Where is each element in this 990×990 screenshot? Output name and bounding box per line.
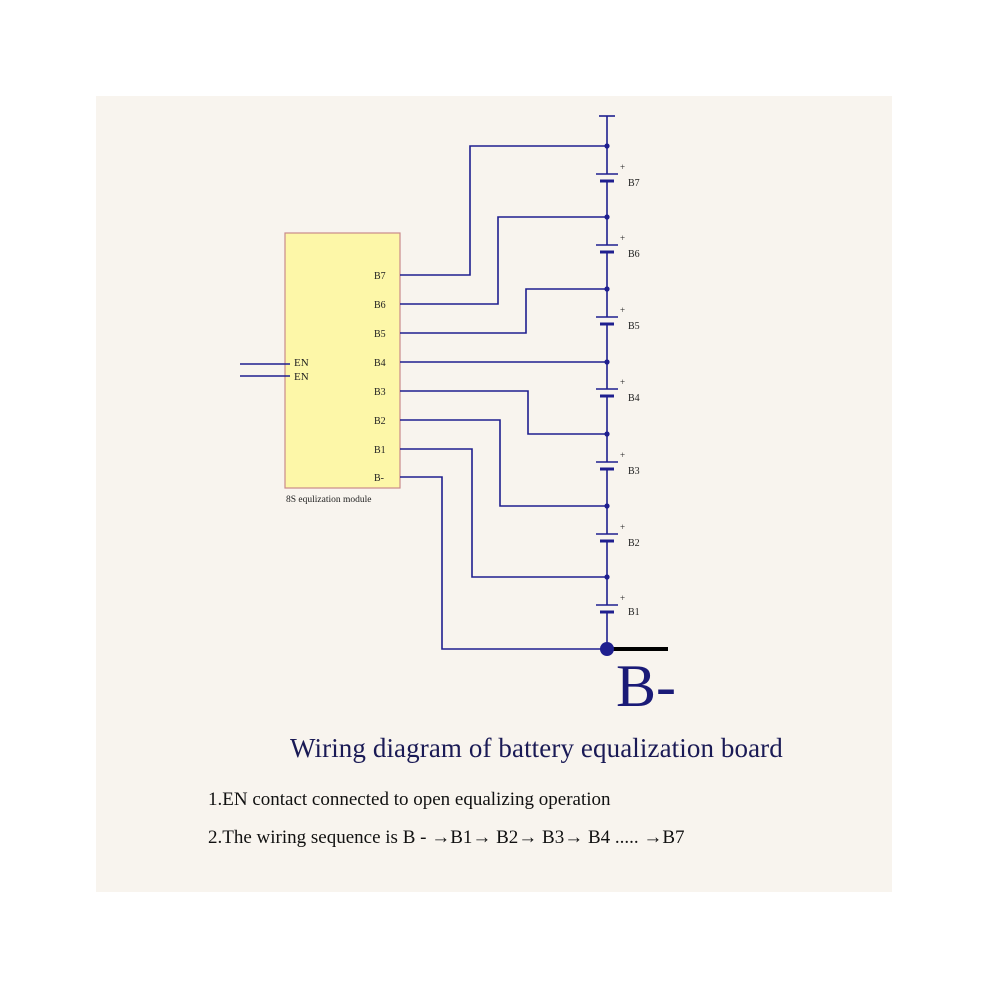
battery-cell-b7: + B7 (596, 162, 640, 189)
battery-label-b4: B4 (628, 393, 640, 404)
battery-cell-b3: + B3 (596, 450, 640, 477)
battery-label-b6: B6 (628, 249, 640, 260)
junction-dot (604, 359, 610, 365)
junction-dot (604, 431, 610, 437)
en-label-1: EN (294, 357, 309, 369)
wire-b3 (400, 390, 607, 435)
battery-cell-b2: + B2 (596, 522, 640, 549)
polarity-plus: + (620, 233, 625, 243)
wire-b7 (400, 145, 607, 276)
en-label-2: EN (294, 371, 309, 383)
polarity-plus: + (620, 450, 625, 460)
wire-bminus (400, 476, 607, 650)
pin-label-b3: B3 (374, 387, 386, 398)
polarity-plus: + (620, 377, 625, 387)
battery-label-b7: B7 (628, 178, 640, 189)
battery-cell-b6: + B6 (596, 233, 640, 260)
pin-label-b7: B7 (374, 271, 386, 282)
battery-label-b2: B2 (628, 538, 640, 549)
junction-dot (604, 503, 610, 509)
battery-cell-b5: + B5 (596, 305, 640, 332)
pin-label-b5: B5 (374, 329, 386, 340)
pin-label-b6: B6 (374, 300, 386, 311)
battery-cell-b4: + B4 (596, 377, 640, 404)
junction-dot (604, 286, 610, 292)
pin-label-bminus: B- (374, 473, 384, 484)
polarity-plus: + (620, 593, 625, 603)
wire-b5 (400, 288, 607, 334)
equalization-module-box (284, 232, 401, 489)
pin-label-b2: B2 (374, 416, 386, 427)
diagram-canvas (96, 96, 892, 892)
junction-dot (604, 574, 610, 580)
stack-wires (599, 115, 615, 649)
polarity-plus: + (620, 305, 625, 315)
battery-label-b5: B5 (628, 321, 640, 332)
wire-b2 (400, 419, 607, 507)
note-wiring-sequence: 2.The wiring sequence is B - →B1→ B2→ B3… (208, 827, 685, 848)
bminus-terminal-dot (600, 642, 614, 656)
note-en-contact: 1.EN contact connected to open equalizin… (208, 789, 611, 810)
wire-b1 (400, 448, 607, 578)
bminus-terminal-label: B- (616, 653, 676, 719)
junction-dot (604, 143, 610, 149)
junction-dot (604, 214, 610, 220)
battery-label-b3: B3 (628, 466, 640, 477)
pin-label-b1: B1 (374, 445, 386, 456)
pin-label-b4: B4 (374, 358, 386, 369)
polarity-plus: + (620, 522, 625, 532)
wire-b6 (400, 216, 607, 305)
module-caption: 8S equlization module (286, 495, 372, 505)
diagram-heading: Wiring diagram of battery equalization b… (290, 733, 783, 763)
battery-label-b1: B1 (628, 607, 640, 618)
junction-dots (604, 143, 610, 580)
connection-wires (400, 145, 607, 650)
polarity-plus: + (620, 162, 625, 172)
battery-cell-b1: + B1 (596, 593, 640, 618)
